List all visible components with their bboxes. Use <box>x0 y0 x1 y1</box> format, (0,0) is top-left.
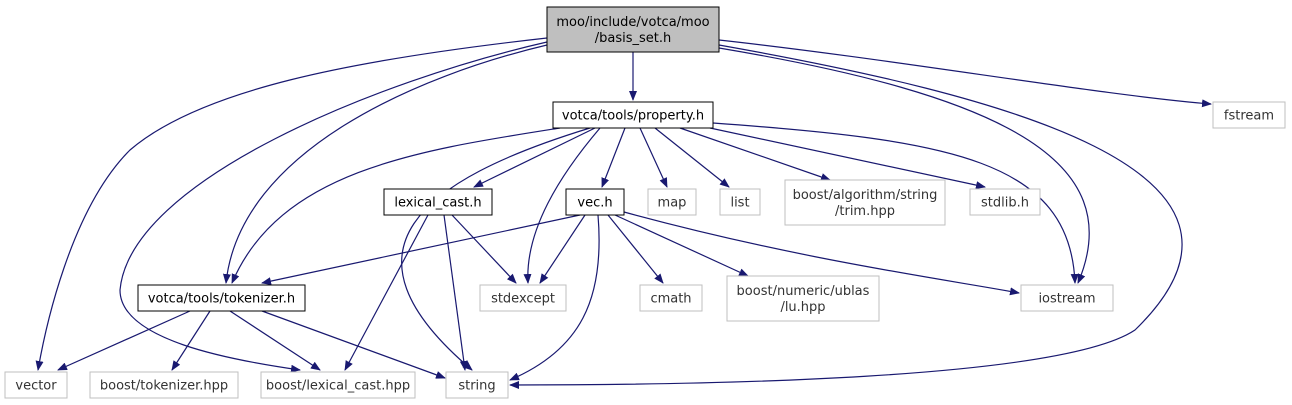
node-tokenizer-h[interactable]: votca/tools/tokenizer.h <box>137 284 306 312</box>
edge-property-h-to-stdexcept <box>523 127 601 284</box>
node-lexical-cast-h[interactable]: lexical_cast.h <box>383 188 493 216</box>
node-stdlib-h: stdlib.h <box>969 188 1041 216</box>
edge-root-to-string <box>509 44 1183 389</box>
node-map: map <box>647 188 697 216</box>
node-label: string <box>458 379 495 394</box>
node-box <box>719 188 761 216</box>
node-label: votca/tools/tokenizer.h <box>148 292 295 307</box>
node-label: vector <box>15 379 57 394</box>
node-label: boost/numeric/ublas <box>737 284 870 299</box>
node-fstream: fstream <box>1212 101 1286 129</box>
node-lu-hpp: boost/numeric/ublas/lu.hpp <box>726 275 880 322</box>
node-box <box>383 188 493 216</box>
node-label: vec.h <box>577 196 612 211</box>
node-box <box>1212 101 1286 129</box>
node-box <box>647 188 697 216</box>
edge-vec-h-to-lu-hpp <box>614 214 749 277</box>
edge-property-h-to-stdlib-h <box>709 127 986 190</box>
node-label: /lu.hpp <box>780 300 825 315</box>
node-label: moo/include/votca/moo <box>556 15 709 30</box>
node-label: /trim.hpp <box>835 204 895 219</box>
edge-property-h-to-trim-hpp <box>679 127 831 181</box>
edge-property-h-to-vec-h <box>601 127 626 188</box>
node-box <box>565 188 625 216</box>
node-stdexcept: stdexcept <box>479 284 567 312</box>
node-property-h[interactable]: votca/tools/property.h <box>552 101 714 129</box>
node-box <box>89 371 239 399</box>
edge-root-to-fstream <box>718 39 1212 108</box>
node-boost-tokenizer-hpp: boost/tokenizer.hpp <box>89 371 239 399</box>
node-label: boost/tokenizer.hpp <box>100 379 228 394</box>
edge-tokenizer-h-to-boost-lexical-cast-hpp <box>229 310 321 371</box>
node-root[interactable]: moo/include/votca/moo/basis_set.h <box>546 6 720 53</box>
node-label: map <box>658 196 687 211</box>
node-box <box>1020 284 1114 312</box>
edge-lexical-cast-h-to-stdexcept <box>451 214 517 284</box>
node-label: boost/algorithm/string <box>793 188 938 203</box>
node-string: string <box>445 371 509 399</box>
edge-property-h-to-string <box>401 127 591 371</box>
edge-root-to-boost-lexical-cast-hpp <box>119 41 548 373</box>
edge-vec-h-to-cmath <box>607 214 664 284</box>
edge-property-h-to-lexical-cast-h <box>473 127 596 188</box>
node-trim-hpp: boost/algorithm/string/trim.hpp <box>784 179 946 226</box>
edge-property-h-to-tokenizer-h <box>231 127 561 284</box>
node-box <box>552 101 714 129</box>
node-label: fstream <box>1224 109 1274 124</box>
node-box <box>546 6 720 53</box>
node-label: stdlib.h <box>981 196 1029 211</box>
file-nodes: moo/include/votca/moo/basis_set.h votca/t… <box>4 6 1286 399</box>
node-vector: vector <box>4 371 68 399</box>
edge-tokenizer-h-to-boost-tokenizer-hpp <box>171 310 211 371</box>
edge-root-to-iostream <box>718 47 1090 284</box>
node-cmath: cmath <box>639 284 703 312</box>
edge-tokenizer-h-to-string <box>261 310 446 379</box>
node-box <box>445 371 509 399</box>
node-label: stdexcept <box>491 292 555 307</box>
edge-property-h-to-map <box>639 127 668 188</box>
edge-lexical-cast-h-to-boost-lexical-cast-hpp <box>344 214 429 371</box>
node-boost-lexical-cast-hpp: boost/lexical_cast.hpp <box>260 371 416 399</box>
edge-vec-h-to-stdexcept <box>539 214 586 284</box>
node-label: boost/lexical_cast.hpp <box>266 379 410 394</box>
node-label: votca/tools/property.h <box>562 109 704 124</box>
node-box <box>784 179 946 226</box>
edge-vec-h-to-string <box>509 214 600 381</box>
node-box <box>4 371 68 399</box>
edge-property-h-to-iostream <box>712 122 1079 284</box>
node-list: list <box>719 188 761 216</box>
node-label: iostream <box>1038 292 1095 307</box>
node-box <box>639 284 703 312</box>
dependency-edges <box>35 37 1212 389</box>
node-box <box>726 275 880 322</box>
node-box <box>479 284 567 312</box>
node-label: lexical_cast.h <box>394 196 481 211</box>
node-label: list <box>730 196 749 211</box>
node-label: /basis_set.h <box>595 31 672 46</box>
edge-vec-h-to-iostream <box>623 211 1020 296</box>
edge-root-to-vector <box>35 37 548 371</box>
node-box <box>137 284 306 312</box>
edge-property-h-to-list <box>654 127 730 188</box>
edge-lexical-cast-h-to-string <box>443 214 468 371</box>
edge-tokenizer-h-to-vector <box>57 310 191 371</box>
edge-vec-h-to-tokenizer-h <box>261 214 581 286</box>
node-vec-h[interactable]: vec.h <box>565 188 625 216</box>
node-iostream: iostream <box>1020 284 1114 312</box>
edge-root-to-tokenizer-h <box>222 44 548 284</box>
node-box <box>969 188 1041 216</box>
node-label: cmath <box>650 292 691 307</box>
node-box <box>260 371 416 399</box>
